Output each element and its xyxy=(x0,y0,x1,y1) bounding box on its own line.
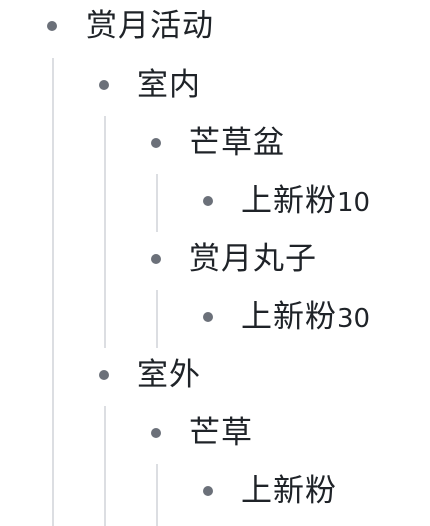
node-label-text: 上新粉 xyxy=(241,183,337,219)
node-label: 芒草盆 xyxy=(189,125,285,161)
outline-node-add-powder[interactable]: 上新粉 xyxy=(0,467,430,515)
outline-node-outdoor[interactable]: 室外 xyxy=(0,351,430,399)
bullet-icon[interactable] xyxy=(99,370,109,380)
outline-node-root[interactable]: 赏月活动 xyxy=(0,2,430,50)
node-label: 上新粉 xyxy=(241,467,337,517)
node-label: 室外 xyxy=(137,357,201,393)
node-label: 上新粉10 xyxy=(241,177,370,227)
bullet-icon[interactable] xyxy=(151,254,161,264)
bullet-icon[interactable] xyxy=(47,21,57,31)
guide-line-moon-dumpling xyxy=(156,290,158,348)
node-label-number: 10 xyxy=(337,188,371,218)
outline-node-moon-dumpling[interactable]: 赏月丸子 xyxy=(0,235,430,283)
node-label: 上新粉30 xyxy=(241,293,370,343)
outline-node-add-powder-30[interactable]: 上新粉30 xyxy=(0,293,430,341)
guide-line-outdoor xyxy=(104,406,106,526)
bullet-icon[interactable] xyxy=(99,80,109,90)
outline-node-add-powder-10[interactable]: 上新粉10 xyxy=(0,177,430,225)
outline-node-grass[interactable]: 芒草 xyxy=(0,409,430,457)
bullet-icon[interactable] xyxy=(151,428,161,438)
guide-line-root xyxy=(52,58,54,526)
node-label-number: 30 xyxy=(337,304,371,334)
guide-line-indoor xyxy=(104,116,106,348)
node-label: 室内 xyxy=(137,67,201,103)
guide-line-grass xyxy=(156,464,158,526)
bullet-icon[interactable] xyxy=(203,486,213,496)
bullet-icon[interactable] xyxy=(151,138,161,148)
outline-node-grass-pot[interactable]: 芒草盆 xyxy=(0,119,430,167)
bullet-icon[interactable] xyxy=(203,312,213,322)
outline-node-indoor[interactable]: 室内 xyxy=(0,61,430,109)
node-label: 芒草 xyxy=(189,415,253,451)
bullet-icon[interactable] xyxy=(203,196,213,206)
node-label-text: 上新粉 xyxy=(241,473,337,509)
guide-line-grass-pot xyxy=(156,174,158,232)
node-label: 赏月丸子 xyxy=(189,241,317,277)
node-label-text: 上新粉 xyxy=(241,299,337,335)
node-label: 赏月活动 xyxy=(86,8,214,44)
